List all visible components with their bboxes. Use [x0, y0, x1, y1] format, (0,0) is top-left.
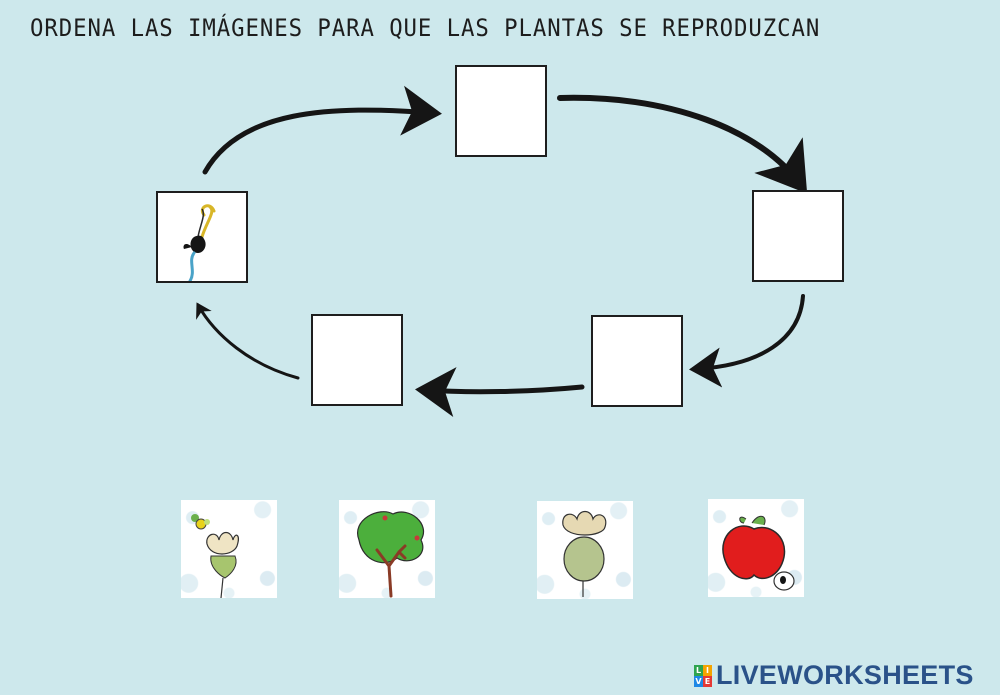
instruction-title: ORDENA LAS IMÁGENES PARA QUE LAS PLANTAS…: [30, 14, 821, 42]
fertilized-flower-icon: [562, 510, 607, 597]
card-apple-fruit[interactable]: [708, 499, 804, 597]
apple-fruit-icon: [722, 515, 795, 591]
brand-text: LIVEWORKSHEETS: [716, 660, 974, 690]
slot-right[interactable]: [752, 190, 844, 282]
flower-icon: [191, 514, 239, 598]
arrow-right-to-bottomright: [689, 294, 805, 388]
arrow-bottomleft-to-left: [196, 302, 300, 380]
logo-letter-i: I: [703, 664, 712, 676]
slot-left[interactable]: [156, 191, 248, 283]
arrow-left-to-top: [202, 85, 442, 175]
card-flower[interactable]: [181, 500, 277, 598]
card-fertilized-flower[interactable]: [537, 501, 633, 599]
arrow-top-to-right: [557, 94, 808, 194]
liveworksheets-brand[interactable]: L I V E LIVEWORKSHEETS: [694, 660, 974, 691]
liveworksheets-logo-icon: L I V E: [694, 664, 712, 687]
logo-letter-e: E: [703, 675, 712, 687]
slot-bottom-right[interactable]: [591, 315, 683, 407]
arrow-bottomright-to-bottomleft: [415, 367, 585, 417]
seedling-icon: [183, 204, 216, 283]
slot-top[interactable]: [455, 65, 547, 157]
card-tree[interactable]: [339, 500, 435, 598]
logo-letter-v: V: [694, 675, 703, 687]
slot-bottom-left[interactable]: [311, 314, 403, 406]
logo-letter-l: L: [694, 664, 703, 676]
tree-icon: [357, 511, 424, 598]
